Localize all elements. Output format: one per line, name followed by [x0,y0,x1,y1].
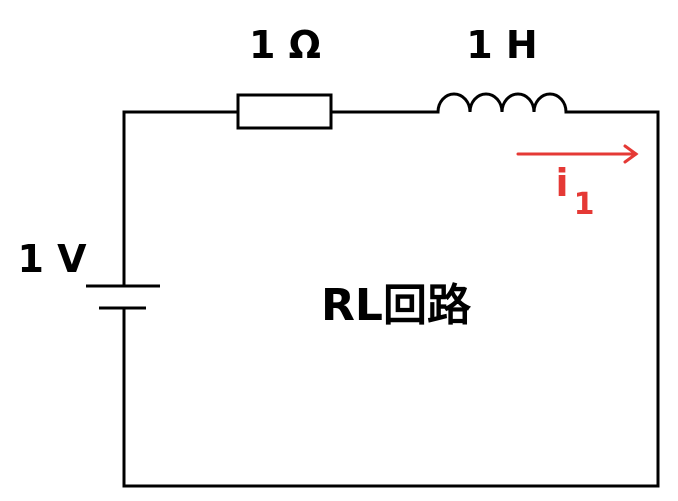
inductor-symbol [436,92,568,113]
circuit-wires [122,110,660,488]
resistor-label: 1 Ω [249,23,321,67]
resistor-symbol [236,93,333,130]
inductor-label: 1 H [466,23,537,67]
diagram-title: RL回路 [321,280,472,331]
current-subscript: 1 [574,187,595,222]
battery-label: 1 V [17,237,87,281]
current-symbol: i [555,161,568,205]
current-arrow [516,144,639,164]
